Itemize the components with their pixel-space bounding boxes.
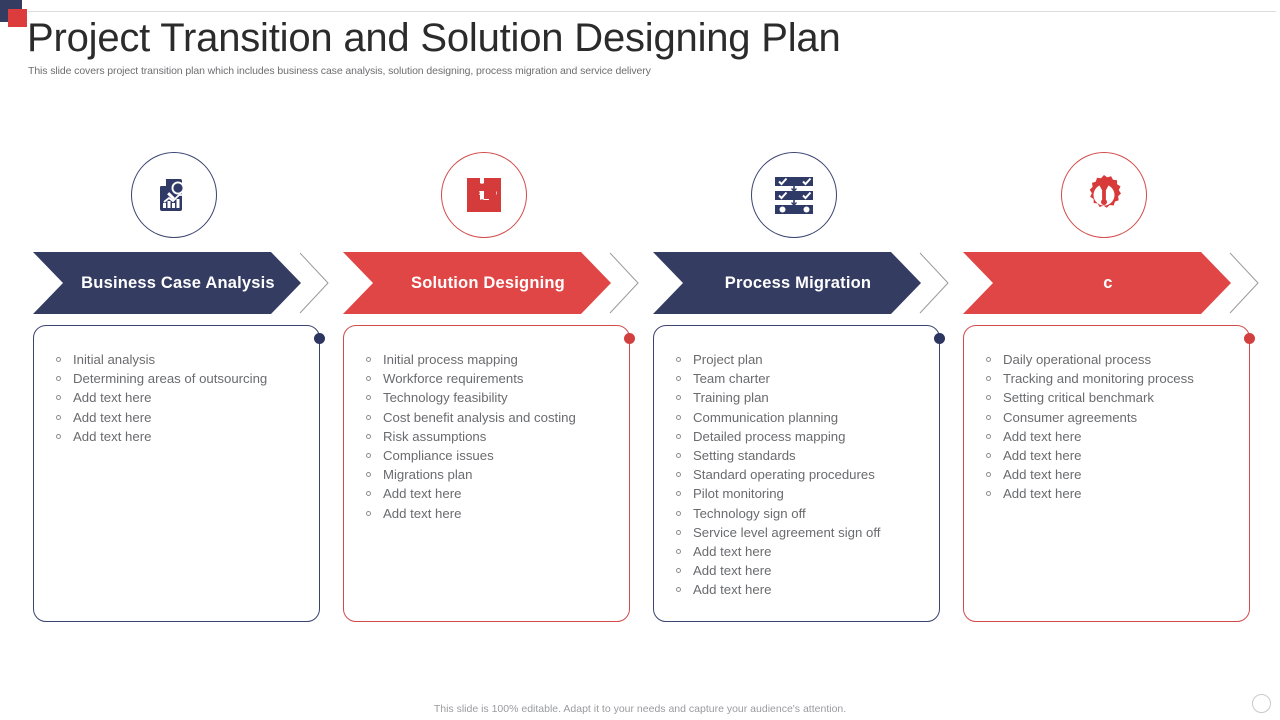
stage-column-2: Solution Designing Initial process mappi…: [330, 0, 640, 720]
chevron-echo-icon-2: [608, 252, 640, 314]
list-item: Add text here: [51, 408, 321, 427]
stage-icon-circle-2: [441, 152, 527, 238]
stage-connector-dot-1: [314, 333, 325, 344]
stage-content-box-1: [33, 325, 320, 622]
stage-icon-circle-3: [751, 152, 837, 238]
gear-wrench-icon: [1081, 172, 1127, 218]
list-item: Add text here: [981, 446, 1251, 465]
puzzle-pieces-icon: [461, 172, 507, 218]
stage-banner-shape-3: Process Migration: [653, 252, 921, 314]
list-item: Training plan: [671, 388, 941, 407]
document-chart-magnifier-icon: [150, 171, 198, 219]
footer-circle-decoration: [1252, 694, 1271, 713]
chevron-echo-icon-1: [298, 252, 330, 314]
header-divider-rule: [28, 11, 1276, 12]
stage-content-box-2: [343, 325, 630, 622]
stage-column-1: Business Case Analysis Initial analysis …: [20, 0, 330, 720]
page-subtitle: This slide covers project transition pla…: [28, 65, 651, 77]
list-item: Cost benefit analysis and costing: [361, 408, 631, 427]
list-item: Team charter: [671, 369, 941, 388]
stage-banner-1[interactable]: Business Case Analysis: [33, 252, 329, 314]
list-item: Add text here: [361, 484, 631, 503]
stage-connector-dot-4: [1244, 333, 1255, 344]
stage-label-2: Solution Designing: [411, 273, 565, 292]
list-item: Workforce requirements: [361, 369, 631, 388]
stage-banner-shape-1: Business Case Analysis: [33, 252, 301, 314]
list-item: Daily operational process: [981, 350, 1251, 369]
stage-bullet-list-2: Initial process mapping Workforce requir…: [361, 350, 631, 523]
list-item: Pilot monitoring: [671, 484, 941, 503]
stage-bullet-list-3: Project plan Team charter Training plan …: [671, 350, 941, 600]
list-item: Detailed process mapping: [671, 427, 941, 446]
list-item: Add text here: [981, 427, 1251, 446]
list-item: Consumer agreements: [981, 408, 1251, 427]
list-item: Migrations plan: [361, 465, 631, 484]
list-item: Add text here: [51, 388, 321, 407]
list-item: Compliance issues: [361, 446, 631, 465]
stage-label-1: Business Case Analysis: [81, 273, 275, 292]
list-item: Standard operating procedures: [671, 465, 941, 484]
list-item: Setting standards: [671, 446, 941, 465]
process-flow-checklist-icon: [770, 172, 818, 218]
footer-note: This slide is 100% editable. Adapt it to…: [433, 703, 847, 715]
stage-label-4: c: [1103, 273, 1113, 292]
list-item: Determining areas of outsourcing: [51, 369, 321, 388]
list-item: Project plan: [671, 350, 941, 369]
list-item: Add text here: [671, 542, 941, 561]
chevron-echo-icon-3: [918, 252, 950, 314]
stage-connector-dot-3: [934, 333, 945, 344]
stage-banner-3[interactable]: Process Migration: [653, 252, 949, 314]
list-item: Tracking and monitoring process: [981, 369, 1251, 388]
list-item: Add text here: [981, 484, 1251, 503]
stage-label-3: Process Migration: [724, 273, 872, 292]
corner-accent-red-square: [8, 9, 27, 27]
stage-banner-4[interactable]: c: [963, 252, 1259, 314]
stage-column-3: Process Migration Project plan Team char…: [640, 0, 950, 720]
list-item: Technology sign off: [671, 504, 941, 523]
stage-column-4: c Daily operational process Tracking and…: [950, 0, 1260, 720]
stage-content-box-4: [963, 325, 1250, 622]
stage-content-box-3: [653, 325, 940, 622]
stage-icon-circle-1: [131, 152, 217, 238]
list-item: Initial process mapping: [361, 350, 631, 369]
list-item: Risk assumptions: [361, 427, 631, 446]
list-item: Add text here: [671, 561, 941, 580]
stage-icon-circle-4: [1061, 152, 1147, 238]
list-item: Add text here: [51, 427, 321, 446]
stage-bullet-list-4: Daily operational process Tracking and m…: [981, 350, 1251, 504]
list-item: Communication planning: [671, 408, 941, 427]
list-item: Setting critical benchmark: [981, 388, 1251, 407]
list-item: Service level agreement sign off: [671, 523, 941, 542]
list-item: Add text here: [361, 504, 631, 523]
stage-banner-shape-2: Solution Designing: [343, 252, 611, 314]
list-item: Add text here: [671, 580, 941, 599]
chevron-echo-icon-4: [1228, 252, 1260, 314]
list-item: Technology feasibility: [361, 388, 631, 407]
stage-banner-shape-4: c: [963, 252, 1231, 314]
stage-banner-2[interactable]: Solution Designing: [343, 252, 639, 314]
list-item: Initial analysis: [51, 350, 321, 369]
stage-bullet-list-1: Initial analysis Determining areas of ou…: [51, 350, 321, 446]
page-title: Project Transition and Solution Designin…: [27, 16, 841, 60]
stage-connector-dot-2: [624, 333, 635, 344]
list-item: Add text here: [981, 465, 1251, 484]
